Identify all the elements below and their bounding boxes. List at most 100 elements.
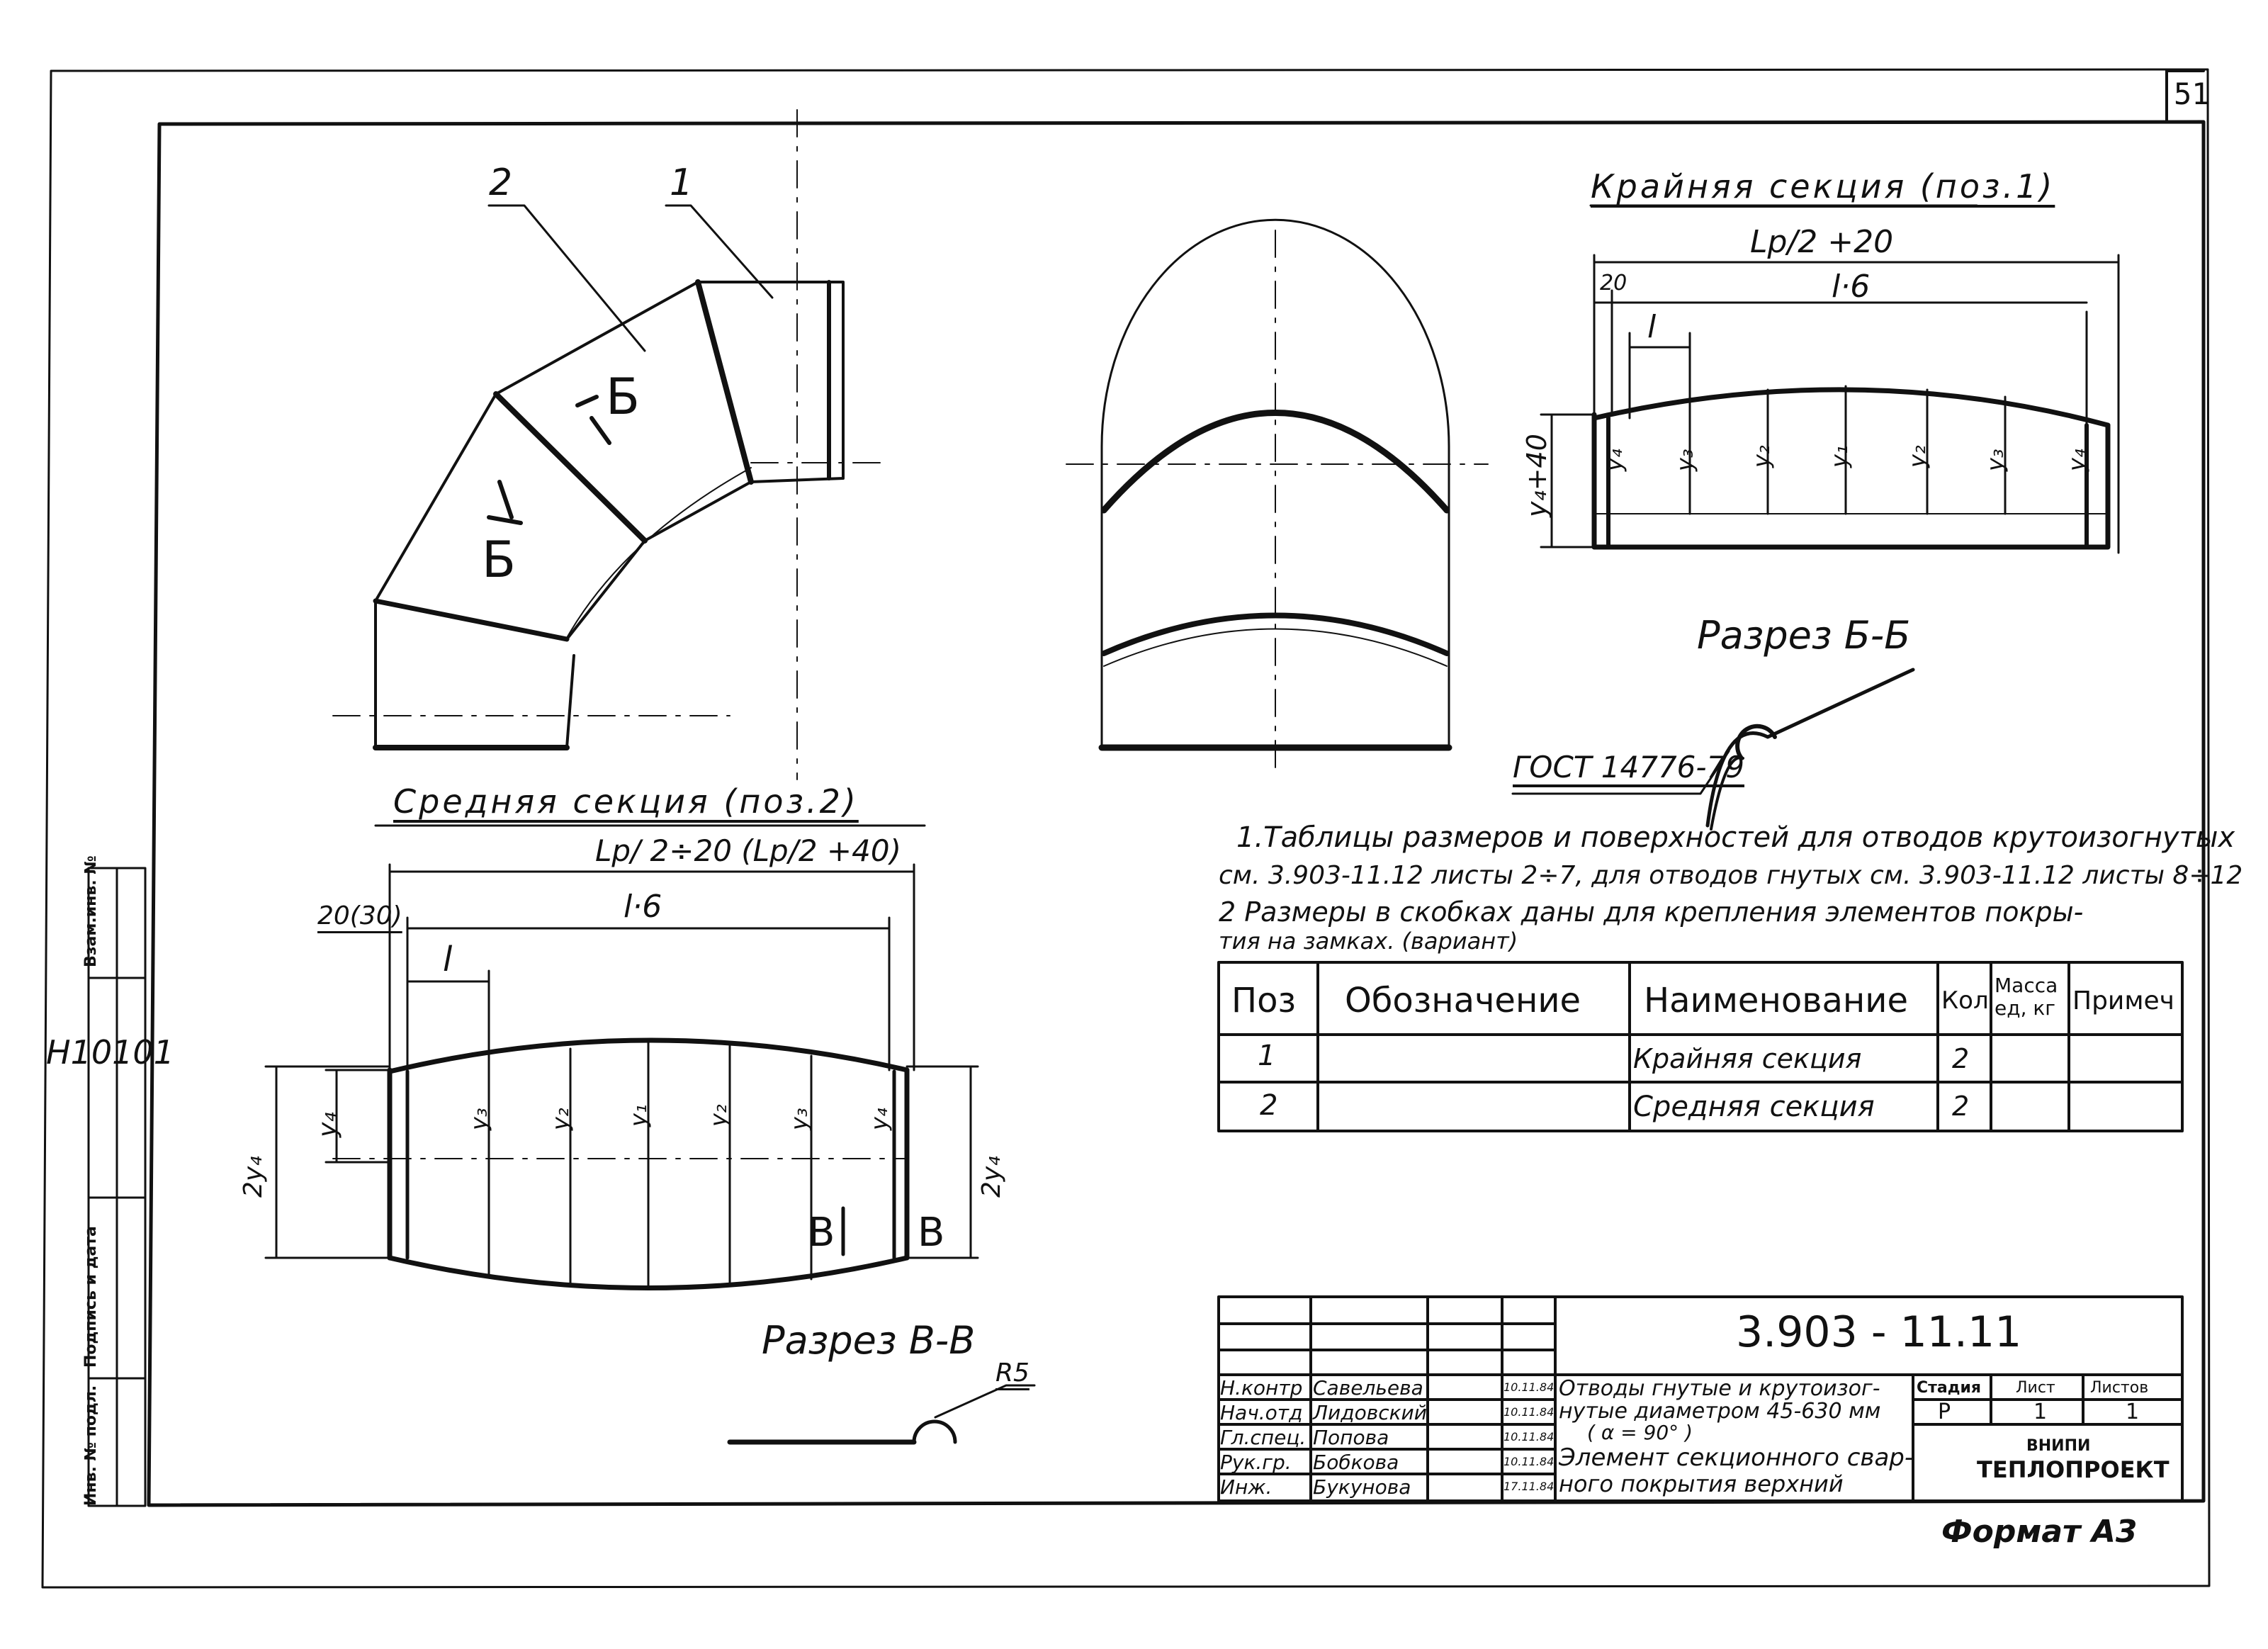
spec-row-pos: 2 [1260,1089,1278,1122]
org-line-2: ТЕПЛОПРОЕКТ [1977,1456,2170,1483]
section-vv-drawing [727,1384,1036,1445]
section-vv-radius: R5 [995,1358,1029,1388]
end-y-label: y₃ [1671,449,1698,471]
middle-y-label: y₃ [786,1108,813,1130]
end-dim-total: Lр/2 +20 [1750,224,1894,260]
end-dim-l6: l·6 [1832,269,1871,305]
stamp-signature-date: Подпись и дата [82,1226,100,1368]
section-mark-v-left: В [808,1210,835,1256]
end-y-label: y₁ [1826,445,1853,468]
end-y-label: y₂ [1748,445,1775,468]
title-line: Элемент секционного свар- [1559,1443,1914,1472]
middle-section-title: Средняя секция (поз.2) [393,782,859,821]
middle-section-drawing [264,824,979,1290]
end-y-label: y₄ [1601,449,1627,471]
middle-dim-2y4-right: 2y₄ [977,1156,1006,1198]
signer-date: 10.11.84 [1503,1405,1555,1419]
section-mark-top: Б [606,368,641,426]
spec-row-name: Крайняя секция [1633,1043,1862,1074]
signer-date: 10.11.84 [1503,1430,1555,1443]
stamp-original-inventory: Инв. № подл. [82,1385,100,1506]
signer-role: Инж. [1220,1475,1273,1499]
section-mark-left: Б [482,531,517,589]
note-line: тия на замках. (вариант) [1219,928,1518,955]
middle-dim-total: Lр/ 2÷20 (Lр/2 +40) [595,833,901,868]
middle-dim-l6: l·6 [624,889,662,925]
end-section-title: Крайняя секция (поз.1) [1591,167,2055,206]
sheet-number-box [2165,69,2205,123]
side-stamp [87,867,147,1507]
spec-header-mass: Масса ед, кг [1995,974,2058,1020]
spec-header-designation: Обозначение [1345,981,1581,1020]
stage-header: Стадия [1917,1379,1982,1397]
section-bb-title: Разрез Б-Б [1697,613,1911,658]
note-line: см. 3.903-11.12 листы 2÷7, для отводов г… [1219,861,2243,890]
section-vv-title: Разрез В-В [762,1318,976,1363]
signer-date: 10.11.84 [1503,1380,1555,1394]
title-line: Отводы гнутые и крутоизог- [1559,1376,1880,1401]
spec-row-name: Средняя секция [1633,1091,1875,1123]
signer-name: Савельева [1313,1376,1423,1400]
middle-dim-y4: y₄ [313,1112,342,1137]
middle-y-label: y₄ [866,1108,893,1130]
signer-name: Бобкова [1313,1451,1399,1474]
end-section-drawing [1540,204,2120,554]
signer-name: Лидовский [1313,1401,1427,1424]
section-mark-v-right: В [918,1210,945,1256]
end-dim-height: y₄+40 [1521,434,1552,517]
middle-dim-l: l [443,940,453,979]
signer-role: Гл.спец. [1220,1426,1307,1449]
signer-name: Попова [1313,1426,1389,1449]
spec-table-grid [1217,961,2184,1132]
sheet-header: Лист [2016,1379,2055,1397]
stamp-replaced-inventory: Взам.инв. № [82,855,100,967]
org-line-1: ВНИПИ [2026,1437,2091,1455]
title-line: ( α = 90° ) [1587,1421,1693,1444]
elbow-view [332,109,886,780]
end-dim-l: l [1647,309,1657,345]
signer-date: 10.11.84 [1503,1455,1555,1468]
archive-code: Н10101 [46,1033,174,1071]
middle-dim-offset: 20(30) [317,901,402,930]
paper-format: Формат А3 [1941,1514,2138,1550]
outer-border [41,68,2211,1589]
sheet-value: 1 [2033,1400,2048,1424]
spec-row-pos: 1 [1258,1040,1276,1072]
end-y-label: y₂ [1904,445,1931,468]
signer-role: Н.контр [1220,1376,1303,1400]
elbow-pos-label-1: 1 [670,162,694,204]
middle-y-label: y₂ [547,1108,574,1130]
signer-role: Нач.отд [1220,1401,1303,1424]
middle-y-label: y₃ [466,1108,492,1130]
sheets-header: Листов [2090,1379,2149,1397]
section-bb-drawing [1511,668,1915,831]
spec-header-pos: Поз [1231,981,1296,1020]
title-line: нутые диаметром 45-630 мм [1559,1399,1881,1424]
end-y-label: y₃ [1982,449,2009,471]
spec-header-note: Примеч [2072,986,2174,1015]
signer-role: Рук.гр. [1220,1451,1292,1474]
drawing-frame [147,120,2206,1507]
note-line: 1.Таблицы размеров и поверхностей для от… [1236,821,2235,854]
end-dim-offset: 20 [1600,271,1627,296]
elbow-pos-label-2: 2 [489,162,513,204]
spec-header-qty: Кол [1941,986,1989,1015]
title-line: ного покрытия верхний [1559,1470,1844,1497]
document-number: 3.903 - 11.11 [1736,1307,2022,1357]
gost-reference: ГОСТ 14776-79 [1513,750,1744,784]
sheets-value: 1 [2126,1400,2140,1424]
spec-row-qty: 2 [1952,1091,1970,1122]
front-view [1066,218,1489,773]
middle-y-label: y₁ [625,1104,652,1127]
note-line: 2 Размеры в скобках даны для крепления э… [1219,896,2084,928]
signer-date: 17.11.84 [1503,1480,1555,1493]
sheet-number: 51 [2174,77,2210,111]
end-y-label: y₄ [2063,449,2090,471]
spec-row-qty: 2 [1952,1043,1970,1074]
stage-value: Р [1938,1400,1951,1424]
middle-dim-2y4-left: 2y₄ [239,1156,268,1198]
title-block-grid [1217,1295,2184,1502]
spec-header-name: Наименование [1644,981,1909,1020]
middle-y-label: y₂ [705,1104,732,1127]
